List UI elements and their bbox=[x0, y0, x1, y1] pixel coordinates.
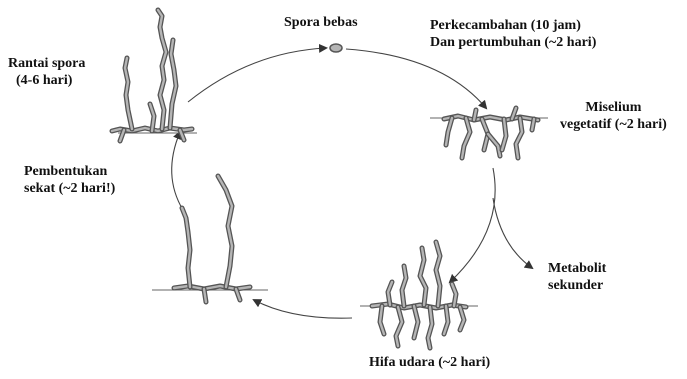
label-metabolite-line1: Metabolit bbox=[548, 260, 606, 277]
label-free-spore-text: Spora bebas bbox=[284, 14, 358, 31]
arrow-vegetative-to-aerial bbox=[450, 168, 495, 282]
arrow-spore-chain-to-free-spore bbox=[188, 48, 326, 102]
label-aerial-hyphae: Hifa udara (~2 hari) bbox=[369, 354, 490, 371]
label-vegetative-mycelium: Miselium vegetatif (~2 hari) bbox=[560, 99, 667, 133]
label-free-spore: Spora bebas bbox=[284, 14, 358, 31]
label-germination-line1: Perkecambahan (10 jam) bbox=[430, 17, 596, 34]
arrow-vegetative-to-metabolite bbox=[493, 198, 532, 268]
arrow-aerial-to-septation bbox=[254, 300, 352, 318]
aerial-hyphae-icon bbox=[360, 242, 478, 348]
label-germination-line2: Dan pertumbuhan (~2 hari) bbox=[430, 34, 596, 51]
label-septation-line1: Pembentukan bbox=[24, 163, 115, 180]
arrow-septation-to-spore-chain bbox=[172, 132, 183, 210]
label-septation-line2: sekat (~2 hari!) bbox=[24, 180, 115, 197]
arrow-free-spore-to-vegetative bbox=[346, 49, 486, 108]
label-germination: Perkecambahan (10 jam) Dan pertumbuhan (… bbox=[430, 17, 596, 51]
label-vegetative-line2: vegetatif (~2 hari) bbox=[560, 116, 667, 133]
free-spore-icon bbox=[330, 44, 342, 52]
spore-chain-icon bbox=[112, 10, 197, 141]
label-metabolite-line2: sekunder bbox=[548, 277, 606, 294]
label-aerial-hyphae-text: Hifa udara (~2 hari) bbox=[369, 354, 490, 371]
label-spore-chain: Rantai spora (4-6 hari) bbox=[8, 55, 85, 89]
label-septation: Pembentukan sekat (~2 hari!) bbox=[24, 163, 115, 197]
label-secondary-metabolite: Metabolit sekunder bbox=[548, 260, 606, 294]
vegetative-mycelium-icon bbox=[430, 108, 548, 158]
septation-icon bbox=[152, 176, 268, 302]
label-spore-chain-line1: Rantai spora bbox=[8, 55, 85, 72]
label-vegetative-line1: Miselium bbox=[560, 99, 667, 116]
label-spore-chain-line2: (4-6 hari) bbox=[8, 72, 85, 89]
